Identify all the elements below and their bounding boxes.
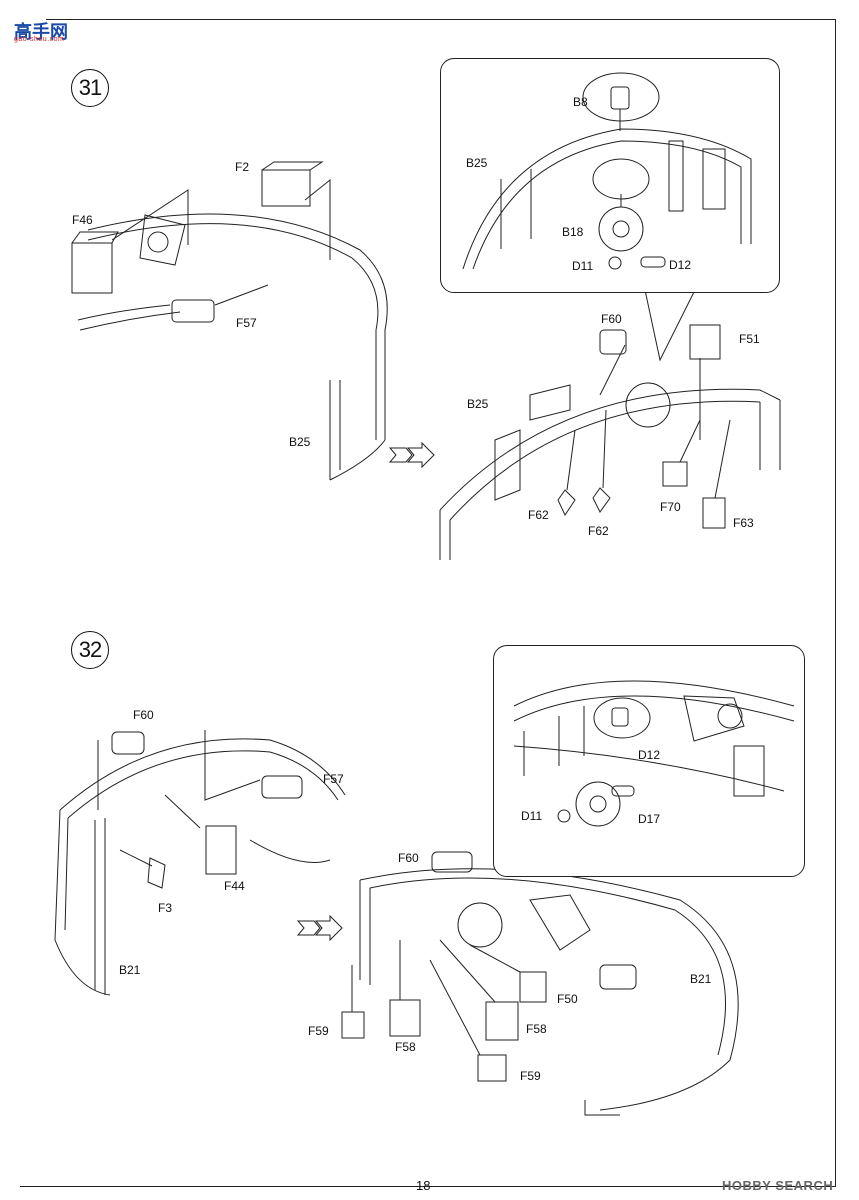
label-F3: F3 [158,901,173,915]
label-F63: F63 [733,516,754,530]
label-F57: F57 [323,772,344,786]
label-F44: F44 [224,879,245,893]
label-F60: F60 [601,312,622,326]
step-32-number: 32 [71,631,109,669]
label-F46: F46 [72,213,93,227]
callout-label-D12: D12 [638,748,661,762]
label-F58-right: F58 [526,1022,547,1036]
frame-right [835,19,836,1187]
label-B25: B25 [289,435,311,449]
label-F59-right: F59 [520,1069,541,1083]
label-F60-assembly: F60 [398,851,419,865]
callout-label-B25: B25 [466,156,488,170]
callout-label-D12: D12 [669,258,692,272]
label-F59-left: F59 [308,1024,329,1038]
site-logo: 高手网 gao-shou.com [6,6,72,43]
label-F62-right: F62 [588,524,609,538]
logo-brand: 高手网 [14,22,68,42]
watermark: HOBBY SEARCH [722,1178,834,1193]
step-31-detail-callout [440,58,780,293]
label-B21: B21 [119,963,141,977]
label-F62-left: F62 [528,508,549,522]
callout-label-D11: D11 [572,259,594,273]
step-32-assembly-arrow-icon [296,915,343,941]
step-32-detail-callout [493,645,805,877]
step-31-assembly-arrow-icon [388,442,435,468]
label-F50: F50 [557,992,578,1006]
label-F58-left: F58 [395,1040,416,1054]
label-F2: F2 [235,160,250,174]
frame-bottom [20,1186,836,1187]
label-B25-assembly: B25 [467,397,489,411]
step-31-number: 31 [71,69,109,107]
callout-label-B18: B18 [562,225,584,239]
label-F70: F70 [660,500,681,514]
step-32-detail-drawing [513,680,795,827]
logo-site: gao-shou.com [14,36,65,43]
callout-label-D11: D11 [521,809,543,823]
label-F51: F51 [739,332,760,346]
step-31-detail-drawing [462,72,752,270]
label-B21-assembly: B21 [690,972,712,986]
callout-label-B8: B8 [573,95,588,109]
label-F60: F60 [133,708,154,722]
page-number: 18 [416,1178,431,1193]
callout-label-D17: D17 [638,812,661,826]
frame-top [46,19,836,20]
label-F57: F57 [236,316,257,330]
